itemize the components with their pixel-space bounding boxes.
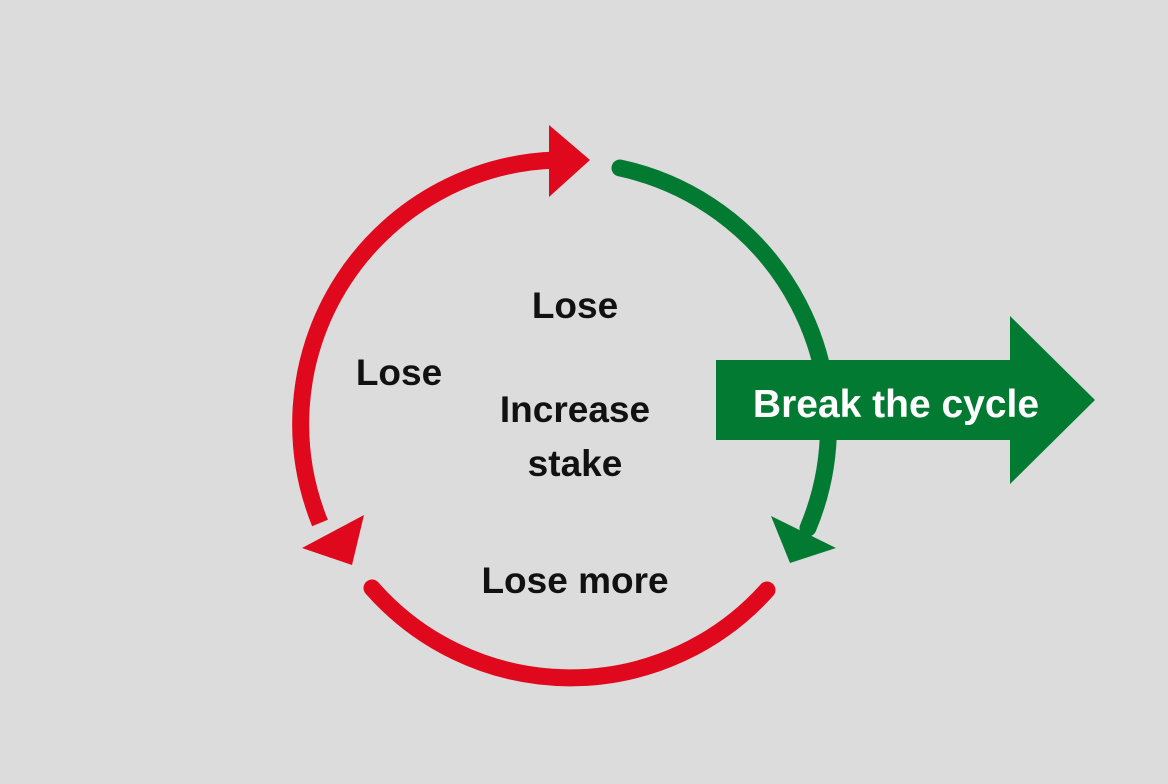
left-lose-label: Lose — [356, 352, 442, 393]
red-top-arrowhead — [549, 125, 590, 197]
red-left-arc — [292, 151, 557, 527]
break-the-cycle-label: Break the cycle — [753, 383, 1039, 426]
stake-label: stake — [528, 443, 623, 484]
green-arc — [611, 159, 837, 537]
top-lose-label: Lose — [532, 285, 618, 326]
green-arrowhead — [771, 516, 836, 563]
red-bottom-arrowhead — [302, 515, 364, 565]
lose-more-label: Lose more — [481, 560, 668, 601]
red-bottom-arc — [363, 579, 776, 687]
break-the-cycle-arrow: Break the cycle — [716, 316, 1095, 484]
increase-label: Increase — [500, 389, 650, 430]
